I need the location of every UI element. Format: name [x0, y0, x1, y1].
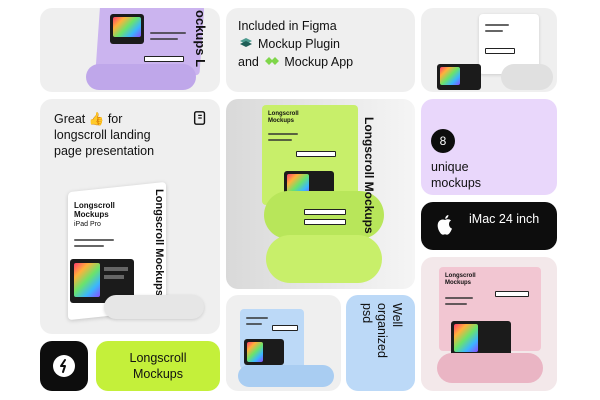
- tablet-screen: [437, 64, 481, 90]
- app-label: Mockup App: [284, 55, 354, 69]
- mockup-title: Longscroll Mockups: [74, 201, 115, 219]
- plugin-label: Mockup Plugin: [258, 37, 340, 51]
- lime-paper-wave-1: [264, 191, 384, 239]
- mockup-plugin-icon: [240, 38, 252, 47]
- mockup-app-icon: [265, 57, 280, 65]
- psd-line-1: Well: [390, 303, 404, 328]
- lime-paper-wave-2: [266, 235, 382, 283]
- psd-line-2: organized: [375, 303, 389, 358]
- count-value: 8: [439, 134, 447, 148]
- presentation-line-1: Great 👍 for: [54, 112, 123, 126]
- mockup-subtitle: iPad Pro: [74, 221, 101, 228]
- apple-logo-icon: [437, 215, 452, 235]
- mockup-title: Longscroll Mockups: [445, 273, 476, 286]
- and-label: and: [238, 55, 259, 69]
- count-badge: 8: [431, 129, 455, 153]
- product-name-line-1: Longscroll: [129, 351, 187, 365]
- paper-curl: [104, 295, 204, 319]
- blue-paper-curl: [238, 365, 334, 387]
- tablet-screen: [110, 14, 144, 44]
- pink-paper-curl: [437, 353, 543, 383]
- unique-mockups-card: 8 unique mockups: [421, 99, 557, 195]
- figma-info-card: Included in Figma Mockup Plugin and Mock…: [226, 8, 415, 92]
- imac-label: iMac 24 inch: [469, 212, 540, 226]
- unique-line-2: mockups: [431, 176, 482, 190]
- unique-line-1: unique: [431, 160, 469, 174]
- vertical-hero-text: Longscroll Mockups: [362, 117, 376, 234]
- preview-card-top-left: ockups L: [40, 8, 220, 92]
- tablet-screen: [244, 339, 284, 365]
- product-name-card: Longscroll Mockups: [96, 341, 220, 391]
- hero-card: Longscroll Mockups Longscroll Mockups: [226, 99, 415, 289]
- logo-card: [40, 341, 88, 391]
- preview-card-top-right: [421, 8, 557, 92]
- scroll-icon: [193, 111, 206, 125]
- paper-curl: [501, 64, 553, 90]
- brand-logo-icon: [53, 355, 75, 377]
- presentation-card: Great 👍 for longscroll landing page pres…: [40, 99, 220, 334]
- psd-text-block: Well organized psd: [359, 303, 404, 387]
- psd-line-3: psd: [360, 303, 374, 324]
- mockup-title: Longscroll Mockups: [268, 111, 299, 124]
- figma-line-1: Included in Figma: [238, 19, 337, 33]
- lilac-paper-curl: [86, 64, 196, 90]
- psd-card: Well organized psd: [346, 295, 415, 391]
- tablet-screen: [70, 259, 134, 303]
- figma-line-2: Mockup Plugin: [238, 36, 340, 52]
- thumbs-up-emoji: 👍: [88, 112, 105, 126]
- imac-card: iMac 24 inch: [421, 202, 557, 250]
- vertical-mockup-text: ockups L: [193, 10, 208, 68]
- vertical-mockup-text: Longscroll Mockups: [153, 189, 165, 296]
- product-name-line-2: Mockups: [132, 367, 184, 381]
- presentation-line-3: page presentation: [54, 144, 155, 158]
- tablet-screen: [451, 321, 511, 357]
- preview-card-bottom-blue: [226, 295, 341, 391]
- figma-line-3: and Mockup App: [238, 54, 353, 70]
- preview-card-bottom-right: Longscroll Mockups: [421, 257, 557, 391]
- presentation-line-2: longscroll landing: [54, 128, 151, 142]
